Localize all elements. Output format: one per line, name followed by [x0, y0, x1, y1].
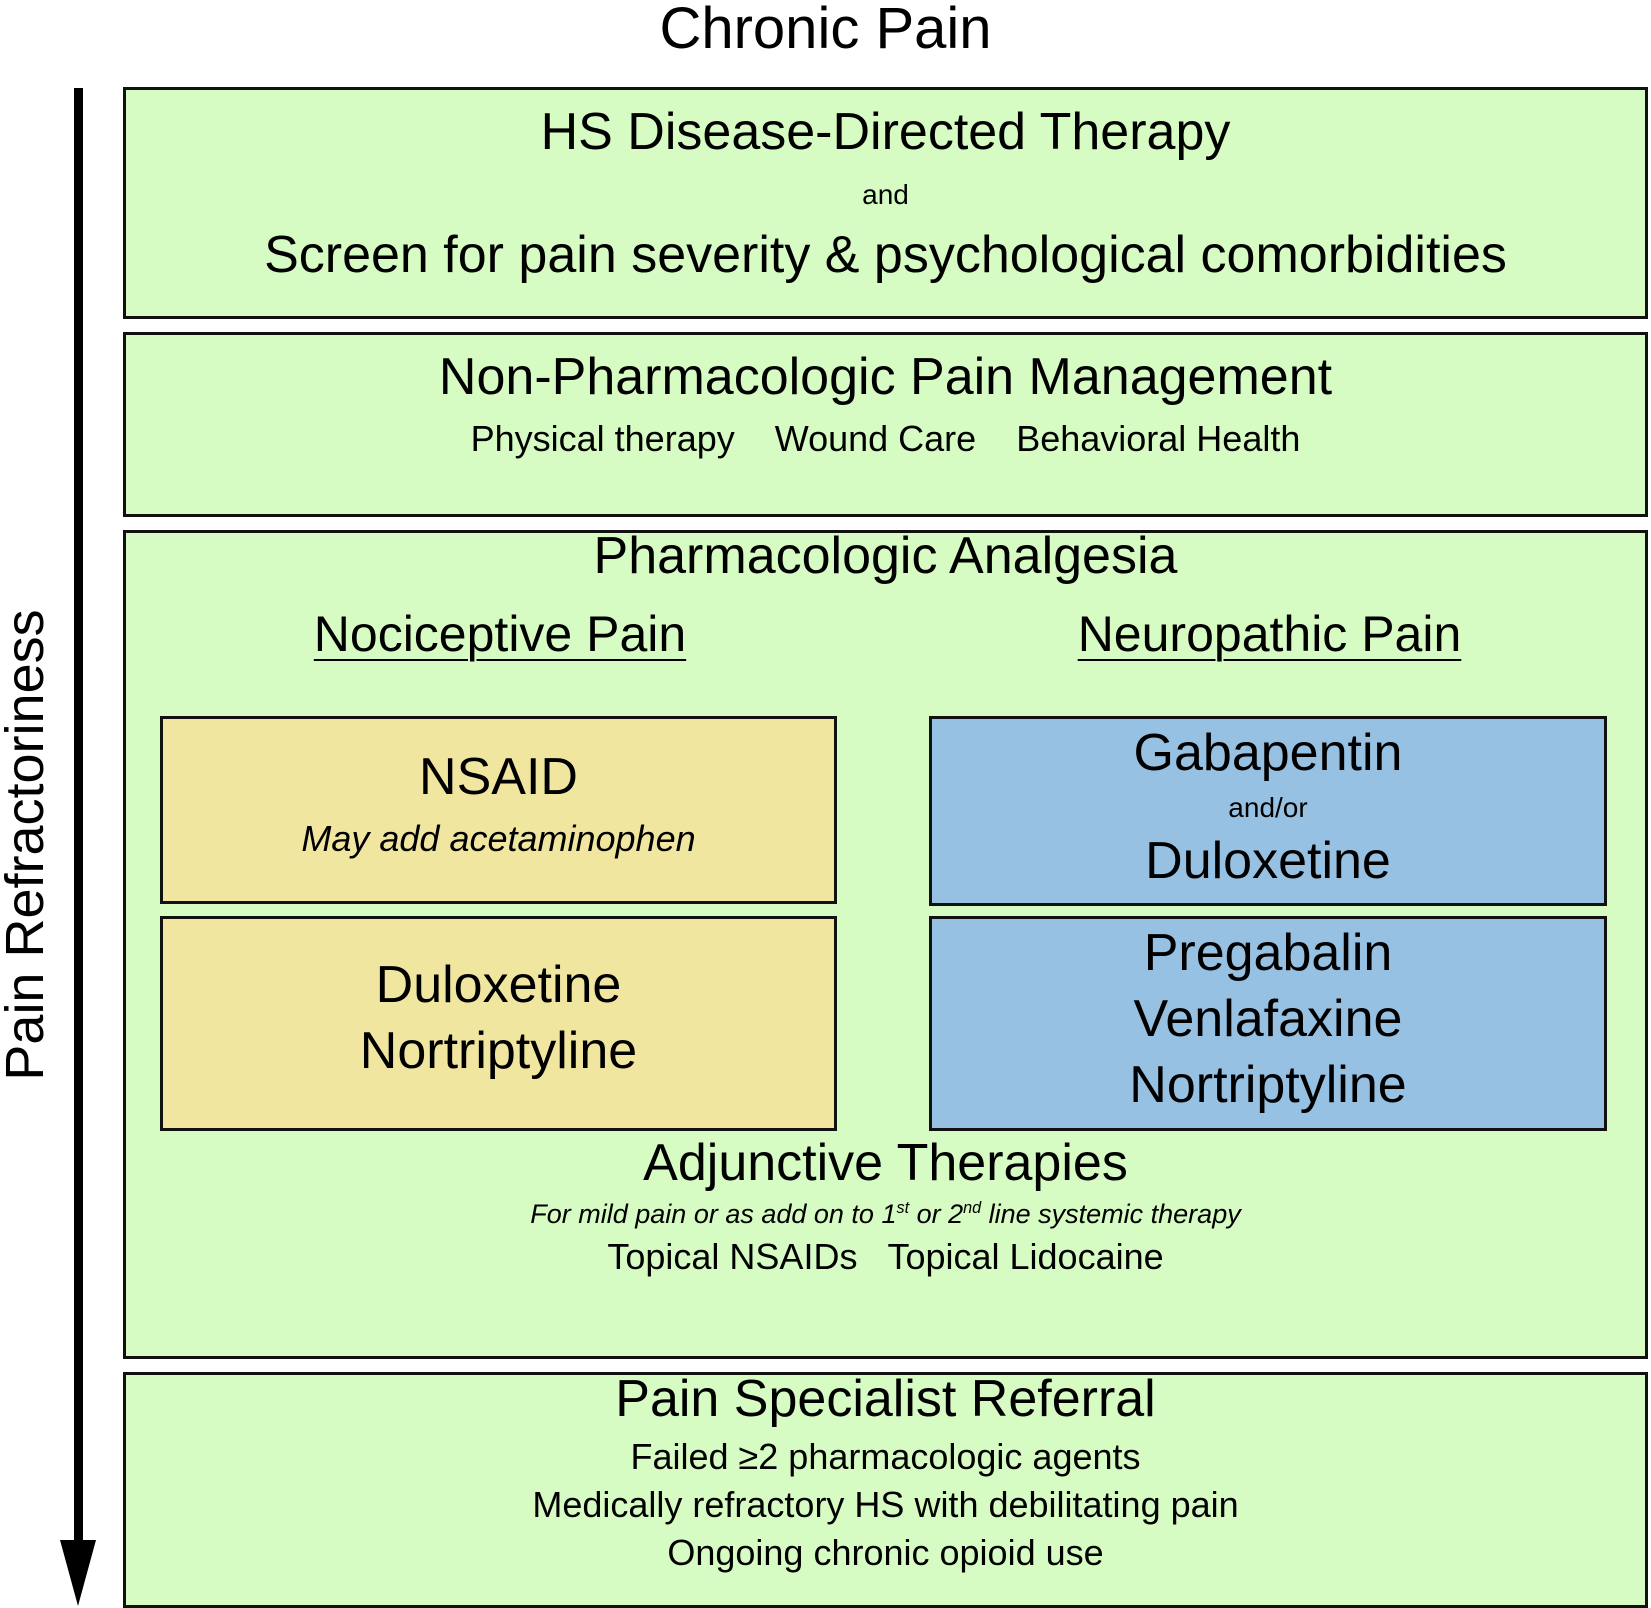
axis-label-pain-refractoriness: Pain Refractoriness [0, 609, 55, 1081]
arrow-shaft [74, 88, 83, 1548]
note-text: or 2 [909, 1199, 964, 1229]
item-behavioral-health: Behavioral Health [1016, 418, 1301, 459]
referral-criterion: Ongoing chronic opioid use [667, 1532, 1104, 1573]
nociceptive-first-line-box: NSAID May add acetaminophen [160, 716, 837, 904]
note-text: line systemic therapy [981, 1199, 1241, 1229]
adjunctive-title: Adjunctive Therapies [643, 1134, 1128, 1192]
step-pharmacologic-analgesia: Pharmacologic Analgesia Nociceptive Pain… [123, 527, 1648, 1359]
step-subtitle: Screen for pain severity & psychological… [264, 226, 1507, 284]
nociceptive-second-line-box: Duloxetine Nortriptyline [160, 916, 837, 1131]
neuropathic-second-line-box: Pregabalin Venlafaxine Nortriptyline [929, 916, 1607, 1131]
adjunctive-note: For mild pain or as add on to 1st or 2nd… [126, 1197, 1645, 1231]
non-pharm-items: Physical therapy Wound Care Behavioral Hea… [126, 417, 1645, 461]
nociceptive-heading: Nociceptive Pain [313, 606, 687, 662]
neuropathic-heading: Neuropathic Pain [1077, 606, 1462, 662]
drug-nsaid: NSAID [419, 748, 578, 806]
step-title: HS Disease-Directed Therapy [540, 103, 1231, 161]
step-non-pharmacologic: Non-Pharmacologic Pain Management Physic… [123, 332, 1648, 517]
referral-criterion: Failed ≥2 pharmacologic agents [630, 1436, 1141, 1477]
item-topical-lidocaine: Topical Lidocaine [887, 1236, 1164, 1277]
note-superscript: nd [963, 1199, 982, 1217]
drug-pregabalin: Pregabalin [1143, 924, 1393, 982]
step-disease-directed-therapy: HS Disease-Directed Therapy and Screen f… [123, 87, 1648, 319]
item-wound-care: Wound Care [774, 418, 977, 459]
neuropathic-first-line-box: Gabapentin and/or Duloxetine [929, 716, 1607, 906]
drug-gabapentin: Gabapentin [1133, 724, 1403, 782]
referral-criterion: Medically refractory HS with debilitatin… [532, 1484, 1239, 1525]
item-physical-therapy: Physical therapy [470, 418, 735, 459]
drug-nortriptyline: Nortriptyline [359, 1022, 638, 1080]
drug-duloxetine: Duloxetine [375, 956, 622, 1014]
down-arrow-icon [60, 1540, 96, 1606]
step-title: Pain Specialist Referral [615, 1370, 1156, 1428]
drug-note: May add acetaminophen [301, 818, 696, 859]
drug-venlafaxine: Venlafaxine [1133, 990, 1403, 1048]
note-text: For mild pain or as add on to 1 [530, 1199, 897, 1229]
step-title: Non-Pharmacologic Pain Management [438, 348, 1333, 406]
diagram-title: Chronic Pain [659, 0, 992, 61]
item-topical-nsaids: Topical NSAIDs [607, 1236, 858, 1277]
note-superscript: st [896, 1199, 910, 1217]
drug-nortriptyline: Nortriptyline [1129, 1056, 1407, 1114]
step-title: Pharmacologic Analgesia [593, 527, 1178, 585]
step-pain-specialist-referral: Pain Specialist Referral Failed ≥2 pharm… [123, 1370, 1648, 1608]
step-connector: and [862, 179, 909, 210]
adjunctive-items: Topical NSAIDs Topical Lidocaine [126, 1235, 1645, 1279]
drug-connector: and/or [1228, 792, 1308, 823]
drug-duloxetine: Duloxetine [1145, 832, 1391, 890]
